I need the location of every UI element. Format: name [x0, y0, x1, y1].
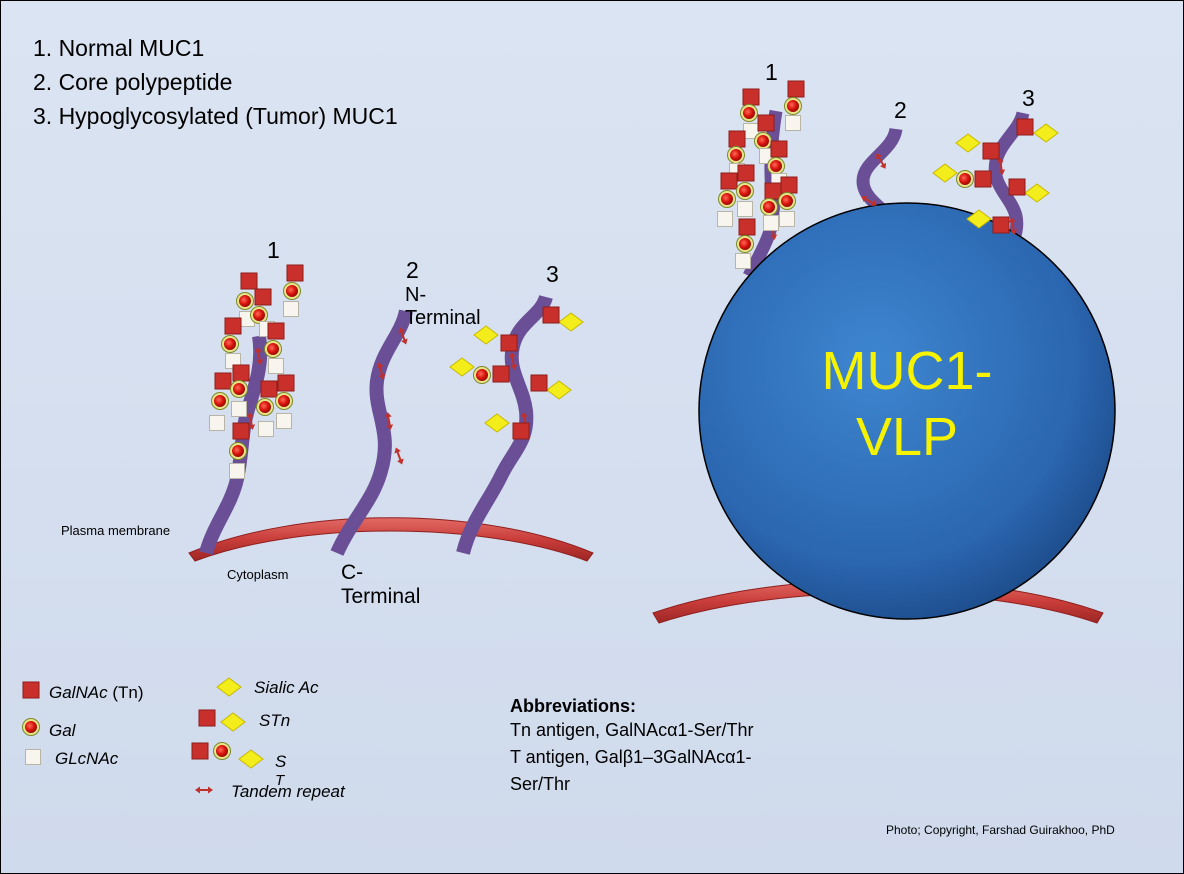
legend-galnac-tn: (Tn): [112, 683, 144, 702]
legend-st-line1: S: [275, 752, 287, 771]
tandem-repeat-legend-icon: [194, 785, 214, 795]
n-terminal-label: N- Terminal: [405, 284, 481, 329]
label-1-vlp: 1: [765, 59, 778, 85]
list-item-normal-muc1: 1. Normal MUC1: [33, 35, 205, 61]
list-item-tumor-muc1: 3. Hypoglycosylated (Tumor) MUC1: [33, 103, 398, 129]
plasma-membrane-label: Plasma membrane: [61, 523, 171, 538]
sialic-legend-icon: [216, 677, 242, 697]
label-3-vlp: 3: [1022, 85, 1035, 111]
legend-galnac: GalNAc (Tn): [49, 683, 143, 703]
cytoplasm-label: Cytoplasm: [227, 567, 289, 582]
plasma-membrane: [188, 517, 594, 562]
abbreviations-t-line1: T antigen, Galβ1–3GalNAcα1-: [510, 747, 752, 767]
abbreviations-t-line2: Ser/Thr: [510, 774, 571, 794]
abbreviations-tn: Tn antigen, GalNAcα1-Ser/Thr: [510, 720, 754, 740]
legend-stn: STn: [259, 711, 291, 730]
c-terminal-label: C- Terminal: [341, 561, 421, 609]
label-1-left: 1: [267, 237, 280, 263]
galnac-legend-icon: [22, 681, 40, 699]
label-3-left: 3: [546, 261, 559, 287]
st-legend-gal-icon: [213, 742, 231, 760]
core-polypeptide-chain: [330, 309, 413, 556]
legend-galnac-name: GalNAc: [49, 683, 108, 702]
photo-credit: Photo; Copyright, Farshad Guirakhoo, PhD: [886, 823, 1115, 837]
legend-st-line2: T: [275, 772, 285, 789]
vlp-particle: [698, 202, 1116, 620]
legend-gal: Gal: [49, 721, 76, 740]
vlp-particle-label: MUC1- VLP: [821, 341, 993, 467]
label-2-vlp: 2: [894, 97, 907, 123]
st-legend-sialic-icon: [238, 749, 264, 769]
list-item-core-polypeptide: 2. Core polypeptide: [33, 69, 233, 95]
st-legend-galnac-icon: [191, 742, 209, 760]
legend-glcnac: GLcNAc: [55, 749, 119, 768]
stn-legend-galnac-icon: [198, 709, 216, 727]
tumor-muc1-chain: [456, 294, 553, 555]
label-2-left: 2: [406, 257, 419, 283]
gal-legend-icon: [22, 718, 40, 736]
glcnac-legend-icon: [25, 749, 41, 765]
stn-legend-sialic-icon: [220, 712, 246, 732]
legend-sialic: Sialic Ac: [254, 678, 319, 697]
abbreviations-title: Abbreviations:: [510, 696, 637, 716]
legend-tandem-repeat: Tandem repeat: [231, 782, 345, 801]
